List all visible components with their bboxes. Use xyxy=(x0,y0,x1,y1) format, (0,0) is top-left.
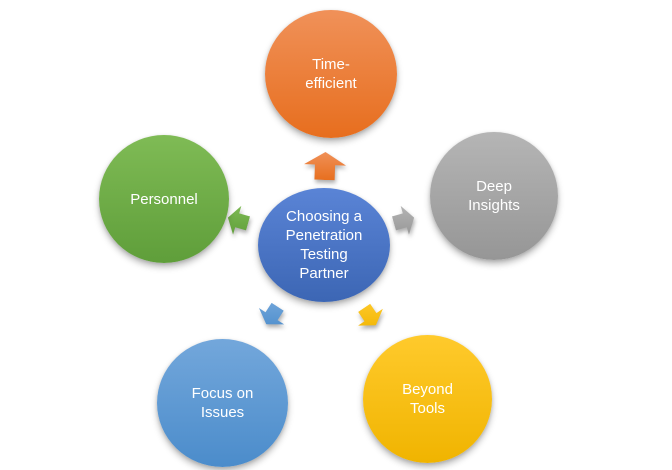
node-deep-insights: Deep Insights xyxy=(430,132,558,260)
arrow-to-personnel-icon xyxy=(223,210,253,231)
arrow-to-time-efficient-icon xyxy=(304,152,346,180)
node-center-choosing-partner: Choosing a Penetration Testing Partner xyxy=(258,188,390,302)
node-personnel: Personnel xyxy=(99,135,229,263)
arrow-to-deep-insights-icon xyxy=(389,210,419,231)
node-focus-on-issues: Focus on Issues xyxy=(157,339,288,467)
arrow-to-beyond-tools-icon xyxy=(355,306,385,327)
center-node-label: Choosing a Penetration Testing Partner xyxy=(285,208,363,282)
node-time-efficient: Time- efficient xyxy=(265,10,397,138)
node-label: Deep Insights xyxy=(468,178,520,214)
arrow-to-focus-on-issues-icon xyxy=(257,305,287,326)
node-label: Time- efficient xyxy=(305,56,357,92)
node-label: Beyond Tools xyxy=(402,381,453,417)
node-label: Focus on Issues xyxy=(191,385,254,421)
node-beyond-tools: Beyond Tools xyxy=(363,335,492,463)
node-label: Personnel xyxy=(130,190,198,208)
